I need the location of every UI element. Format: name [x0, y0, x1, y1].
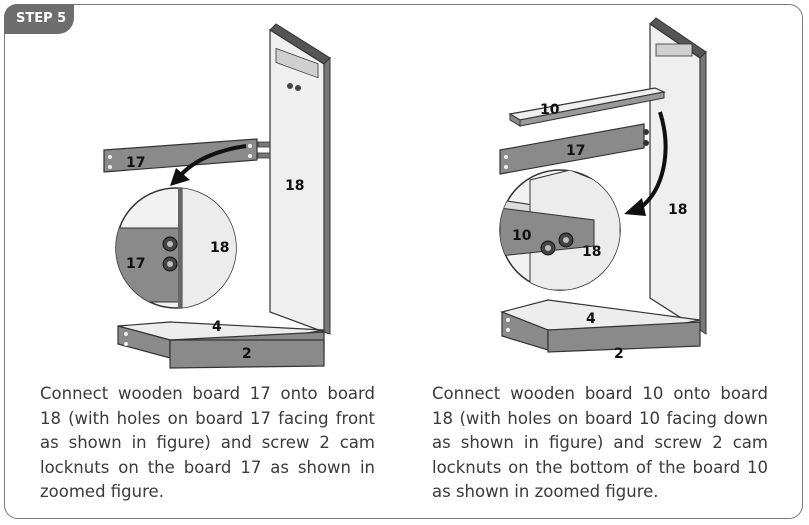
right-board-17: [499, 123, 649, 175]
right-label-10: 10: [540, 102, 560, 118]
left-arrow: [178, 144, 247, 178]
right-board-18: [649, 17, 707, 335]
right-label-17: 17: [566, 143, 585, 159]
left-caption: Connect wooden board 17 onto board 18 (w…: [40, 384, 375, 501]
left-label-18: 18: [285, 178, 304, 194]
left-board-18: [269, 23, 331, 335]
left-label-2: 2: [242, 346, 252, 362]
right-board-10: [508, 87, 666, 127]
left-label-4: 4: [212, 319, 222, 335]
left-zoom-circle: [115, 187, 237, 309]
right-zoom-label-18: 18: [582, 244, 601, 260]
right-label-4: 4: [586, 311, 596, 327]
right-label-2: 2: [614, 346, 624, 362]
left-base: [117, 321, 325, 369]
right-arrow: [638, 111, 668, 210]
left-assembly-illustration: 17 18 4 2 17 18: [103, 23, 331, 369]
left-label-17: 17: [126, 155, 145, 171]
right-base: [500, 299, 701, 353]
right-label-18: 18: [668, 202, 687, 218]
right-zoom-label-10: 10: [512, 228, 532, 244]
right-assembly-illustration: 10 17 18 4 2 10 18: [499, 17, 707, 362]
left-zoom-label-18: 18: [210, 240, 229, 256]
step-badge: STEP 5: [4, 4, 74, 34]
right-zoom-circle: [499, 169, 621, 291]
right-caption: Connect wooden board 10 onto board 18 (w…: [432, 384, 768, 501]
left-zoom-label-17: 17: [126, 256, 145, 272]
left-board-17: [103, 138, 271, 173]
